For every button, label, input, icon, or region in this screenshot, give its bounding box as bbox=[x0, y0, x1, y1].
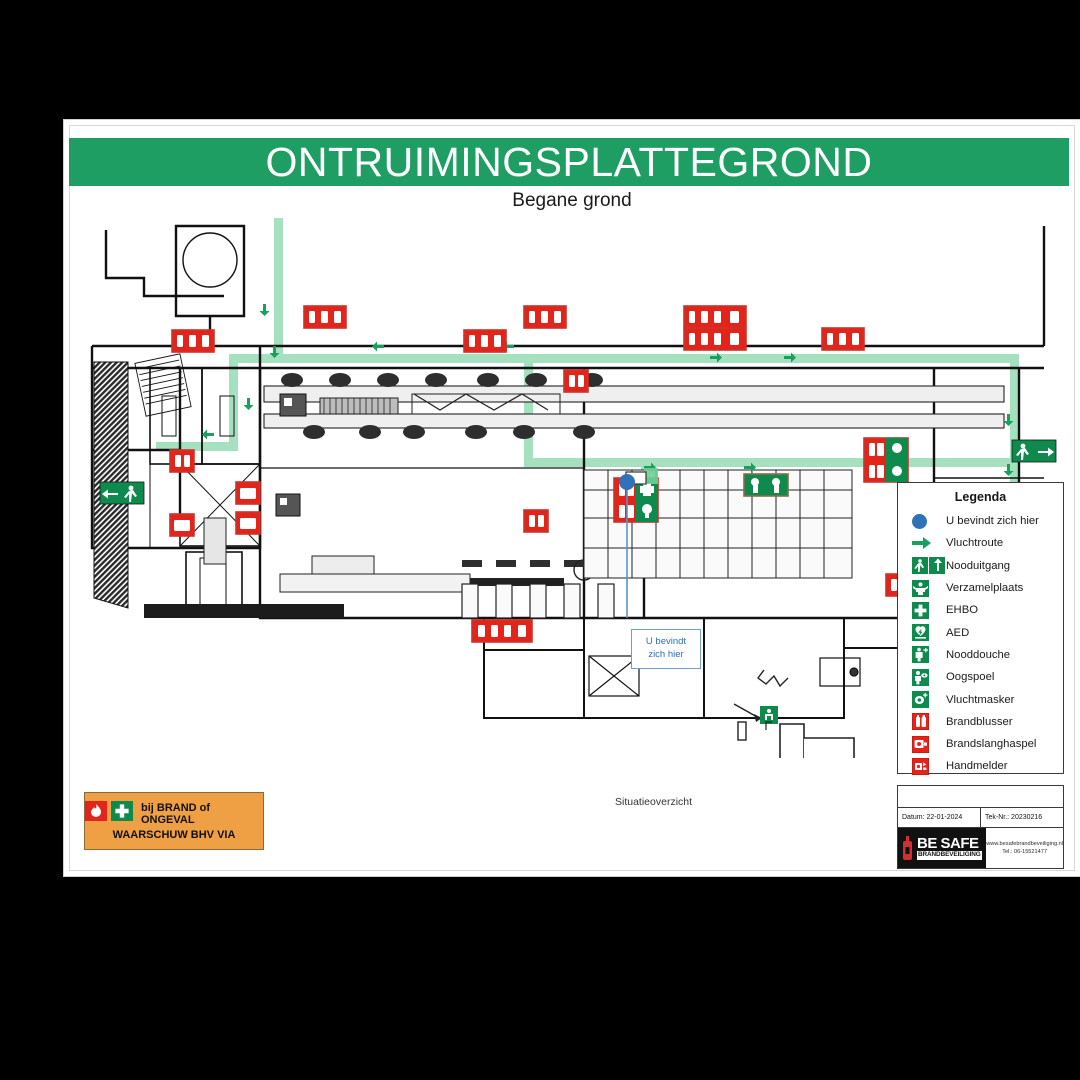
info-blank-row bbox=[898, 786, 1063, 808]
legend-label: Brandslanghaspel bbox=[946, 738, 1037, 751]
contact-details: www.besafebrandbeveiliging.nl Tel.: 06-1… bbox=[986, 828, 1063, 868]
legend-label: Oogspoel bbox=[946, 671, 995, 684]
fire-hose-reel-icon bbox=[912, 735, 946, 753]
legend-item-eye-wash: Oogspoel bbox=[898, 666, 1063, 688]
page-subtitle: Begane grond bbox=[512, 190, 632, 211]
besafe-logo-text: BE SAFE BRANDBEVEILIGING bbox=[917, 835, 982, 860]
fire-extinguisher-logo-icon bbox=[903, 836, 912, 860]
emergency-exit-sign-left bbox=[99, 481, 145, 505]
first-aid-icon bbox=[912, 601, 946, 619]
warning-line1-row: bij BRAND of ONGEVAL bbox=[85, 801, 263, 826]
emergency-exit-sign-right bbox=[1011, 439, 1057, 463]
legend-item-emergency-exit: Nooduitgang bbox=[898, 555, 1063, 577]
logo-primary: BE SAFE bbox=[917, 835, 979, 853]
legend-label: Handmelder bbox=[946, 760, 1008, 773]
safety-shower-signs bbox=[743, 473, 789, 497]
besafe-logo: BE SAFE BRANDBEVEILIGING bbox=[898, 828, 987, 868]
title-bar: ONTRUIMINGSPLATTEGROND bbox=[69, 138, 1069, 186]
logo-secondary: BRANDBEVEILIGING bbox=[917, 851, 982, 860]
legend-item-escape-route: Vluchtroute bbox=[898, 532, 1063, 554]
legend-item-aed: AED bbox=[898, 621, 1063, 643]
safety-shower-icon bbox=[912, 646, 946, 664]
emergency-instruction-box: bij BRAND of ONGEVAL WAARSCHUW BHV VIA bbox=[84, 792, 264, 850]
legend-item-fire-hose-reel: Brandslanghaspel bbox=[898, 733, 1063, 755]
info-logo-row: BE SAFE BRANDBEVEILIGING www.besafebrand… bbox=[898, 828, 1063, 868]
warning-line1: bij BRAND of ONGEVAL bbox=[141, 801, 211, 826]
info-drawing-number: Tek-Nr.: 20230216 bbox=[985, 814, 1043, 821]
you-are-here-callout: U bevindt zich hier bbox=[631, 629, 701, 669]
legend-item-you-are-here: U bevindt zich hier bbox=[898, 510, 1063, 532]
first-aid-box-icon bbox=[111, 801, 133, 826]
call-point-icon bbox=[912, 757, 946, 775]
legend-item-call-point: Handmelder bbox=[898, 755, 1063, 777]
you-are-here-line2: zich hier bbox=[648, 649, 684, 660]
stairs bbox=[134, 353, 192, 417]
legend-item-assembly-point: Verzamelplaats bbox=[898, 577, 1063, 599]
eye-wash-icon bbox=[912, 668, 946, 686]
company-website: www.besafebrandbeveiliging.nl bbox=[986, 840, 1063, 847]
evacuation-plan-sheet: ONTRUIMINGSPLATTEGROND Begane grond bbox=[64, 120, 1080, 876]
machinery-lower bbox=[144, 493, 618, 619]
legend-label: Vluchtmasker bbox=[946, 693, 1015, 706]
you-are-here-line1: U bevindt bbox=[645, 636, 687, 648]
legend-item-safety-shower: Nooddouche bbox=[898, 644, 1063, 666]
fire-extinguisher-icon bbox=[912, 713, 946, 731]
blue-dot-icon bbox=[912, 513, 946, 529]
legend-item-ehbo: EHBO bbox=[898, 599, 1063, 621]
legend-label: EHBO bbox=[946, 604, 979, 617]
fire-icon bbox=[85, 801, 107, 826]
green-arrow-icon bbox=[912, 536, 946, 550]
info-date: Datum: 22-01-2024 bbox=[898, 808, 981, 827]
situation-overview-caption: Situatieoverzicht bbox=[615, 796, 693, 808]
legend-label: Verzamelplaats bbox=[946, 582, 1024, 595]
legend-title: Legenda bbox=[954, 490, 1007, 504]
machinery-upper bbox=[263, 373, 1005, 439]
warning-line2: WAARSCHUW BHV VIA bbox=[112, 829, 236, 841]
legend-item-escape-mask: Vluchtmasker bbox=[898, 688, 1063, 710]
page-title: ONTRUIMINGSPLATTEGROND bbox=[265, 138, 873, 185]
legend-label: U bevindt zich hier bbox=[946, 515, 1039, 528]
legend-label: Brandblusser bbox=[946, 715, 1013, 728]
company-phone: Tel.: 06-15521477 bbox=[1002, 849, 1047, 855]
legend-label: Nooduitgang bbox=[946, 559, 1011, 572]
escape-mask-icon bbox=[912, 691, 946, 709]
legend-label: Nooddouche bbox=[946, 648, 1011, 661]
aed-icon bbox=[912, 624, 946, 642]
emergency-exit-icon bbox=[912, 557, 946, 575]
legend-label: AED bbox=[946, 626, 970, 639]
legend-label: Vluchtroute bbox=[946, 537, 1004, 550]
you-are-here-marker bbox=[619, 474, 635, 618]
situation-overview-drawing bbox=[733, 669, 855, 758]
legend-item-fire-extinguisher: Brandblusser bbox=[898, 711, 1063, 733]
assembly-point-icon bbox=[912, 579, 946, 597]
info-meta-row: Datum: 22-01-2024 Tek-Nr.: 20230216 bbox=[898, 808, 1063, 828]
legend-panel: Legenda U bevindt zich hier Vluchtroute bbox=[897, 482, 1064, 777]
drawing-info-block: Datum: 22-01-2024 Tek-Nr.: 20230216 BE S… bbox=[897, 785, 1064, 869]
